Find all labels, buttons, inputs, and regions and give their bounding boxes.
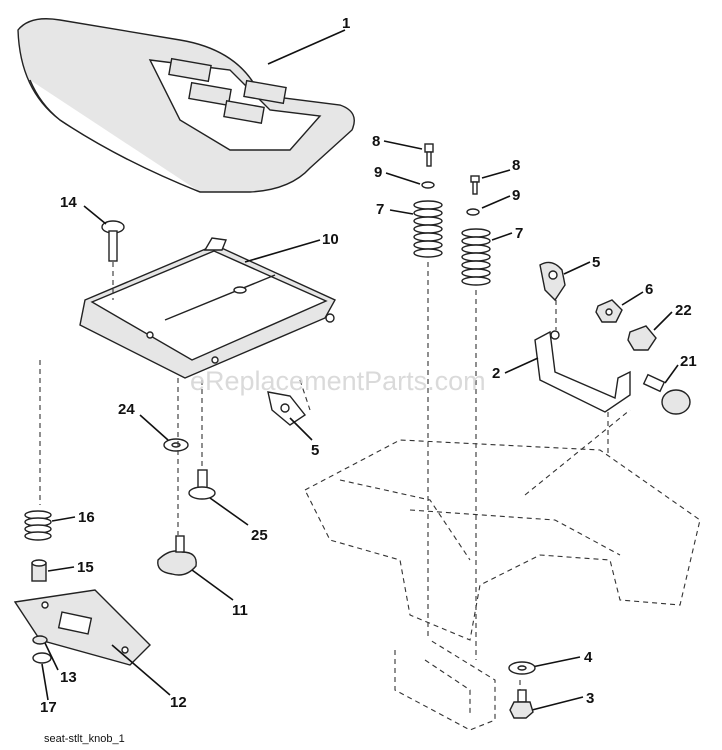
callout-14: 14 [60, 194, 77, 211]
callout-11: 11 [232, 602, 248, 619]
frame-outline [304, 439, 701, 731]
callout-labels: 1 8 9 7 8 9 7 14 10 5 6 22 2 21 24 5 16 … [40, 15, 697, 716]
callout-13: 13 [60, 669, 77, 686]
callout-6: 6 [645, 281, 653, 298]
callout-8: 8 [372, 133, 380, 150]
carriage-bolt [101, 220, 125, 262]
callout-5: 5 [311, 442, 319, 459]
seat-cushion [17, 18, 355, 193]
frame-bolt [509, 689, 534, 719]
seat-spring-large [413, 200, 491, 286]
seat-pan [79, 237, 336, 379]
callout-22: 22 [675, 302, 692, 319]
callout-16: 16 [78, 509, 95, 526]
callout-10: 10 [322, 231, 339, 248]
callout-24: 24 [118, 401, 135, 418]
callout-7: 7 [376, 201, 384, 218]
left-bracket [267, 391, 307, 426]
callout-4: 4 [584, 649, 593, 666]
seat-spring [24, 510, 52, 541]
lock-nut [627, 325, 657, 351]
callout-15: 15 [77, 559, 94, 576]
callout-8: 8 [512, 157, 520, 174]
washer [163, 438, 189, 452]
watermark: eReplacementParts.com [190, 366, 486, 396]
shoulder-bolt [188, 469, 216, 500]
callout-25: 25 [251, 527, 268, 544]
callout-12: 12 [170, 694, 187, 711]
adjustment-knob [642, 373, 691, 415]
center-lines [39, 262, 631, 705]
callout-5: 5 [592, 254, 600, 271]
seat-knob [157, 535, 197, 576]
callout-17: 17 [40, 699, 57, 716]
lock-washer [32, 652, 52, 664]
screw [424, 143, 480, 195]
callout-9: 9 [374, 164, 382, 181]
callout-3: 3 [586, 690, 594, 707]
seat-bracket [534, 330, 631, 413]
slide-rail [13, 589, 151, 666]
callout-2: 2 [492, 365, 500, 382]
callout-1: 1 [342, 15, 350, 32]
leader-lines [41, 29, 679, 711]
spacer [31, 559, 47, 582]
frame-washer [508, 661, 536, 675]
callout-21: 21 [680, 353, 697, 370]
hex-nut [595, 299, 623, 323]
flange-nut [32, 635, 48, 645]
washer-small [421, 181, 480, 216]
right-bracket [539, 261, 566, 302]
callout-7: 7 [515, 225, 523, 242]
callout-9: 9 [512, 187, 520, 204]
diagram-caption: seat-stlt_knob_1 [44, 733, 125, 745]
